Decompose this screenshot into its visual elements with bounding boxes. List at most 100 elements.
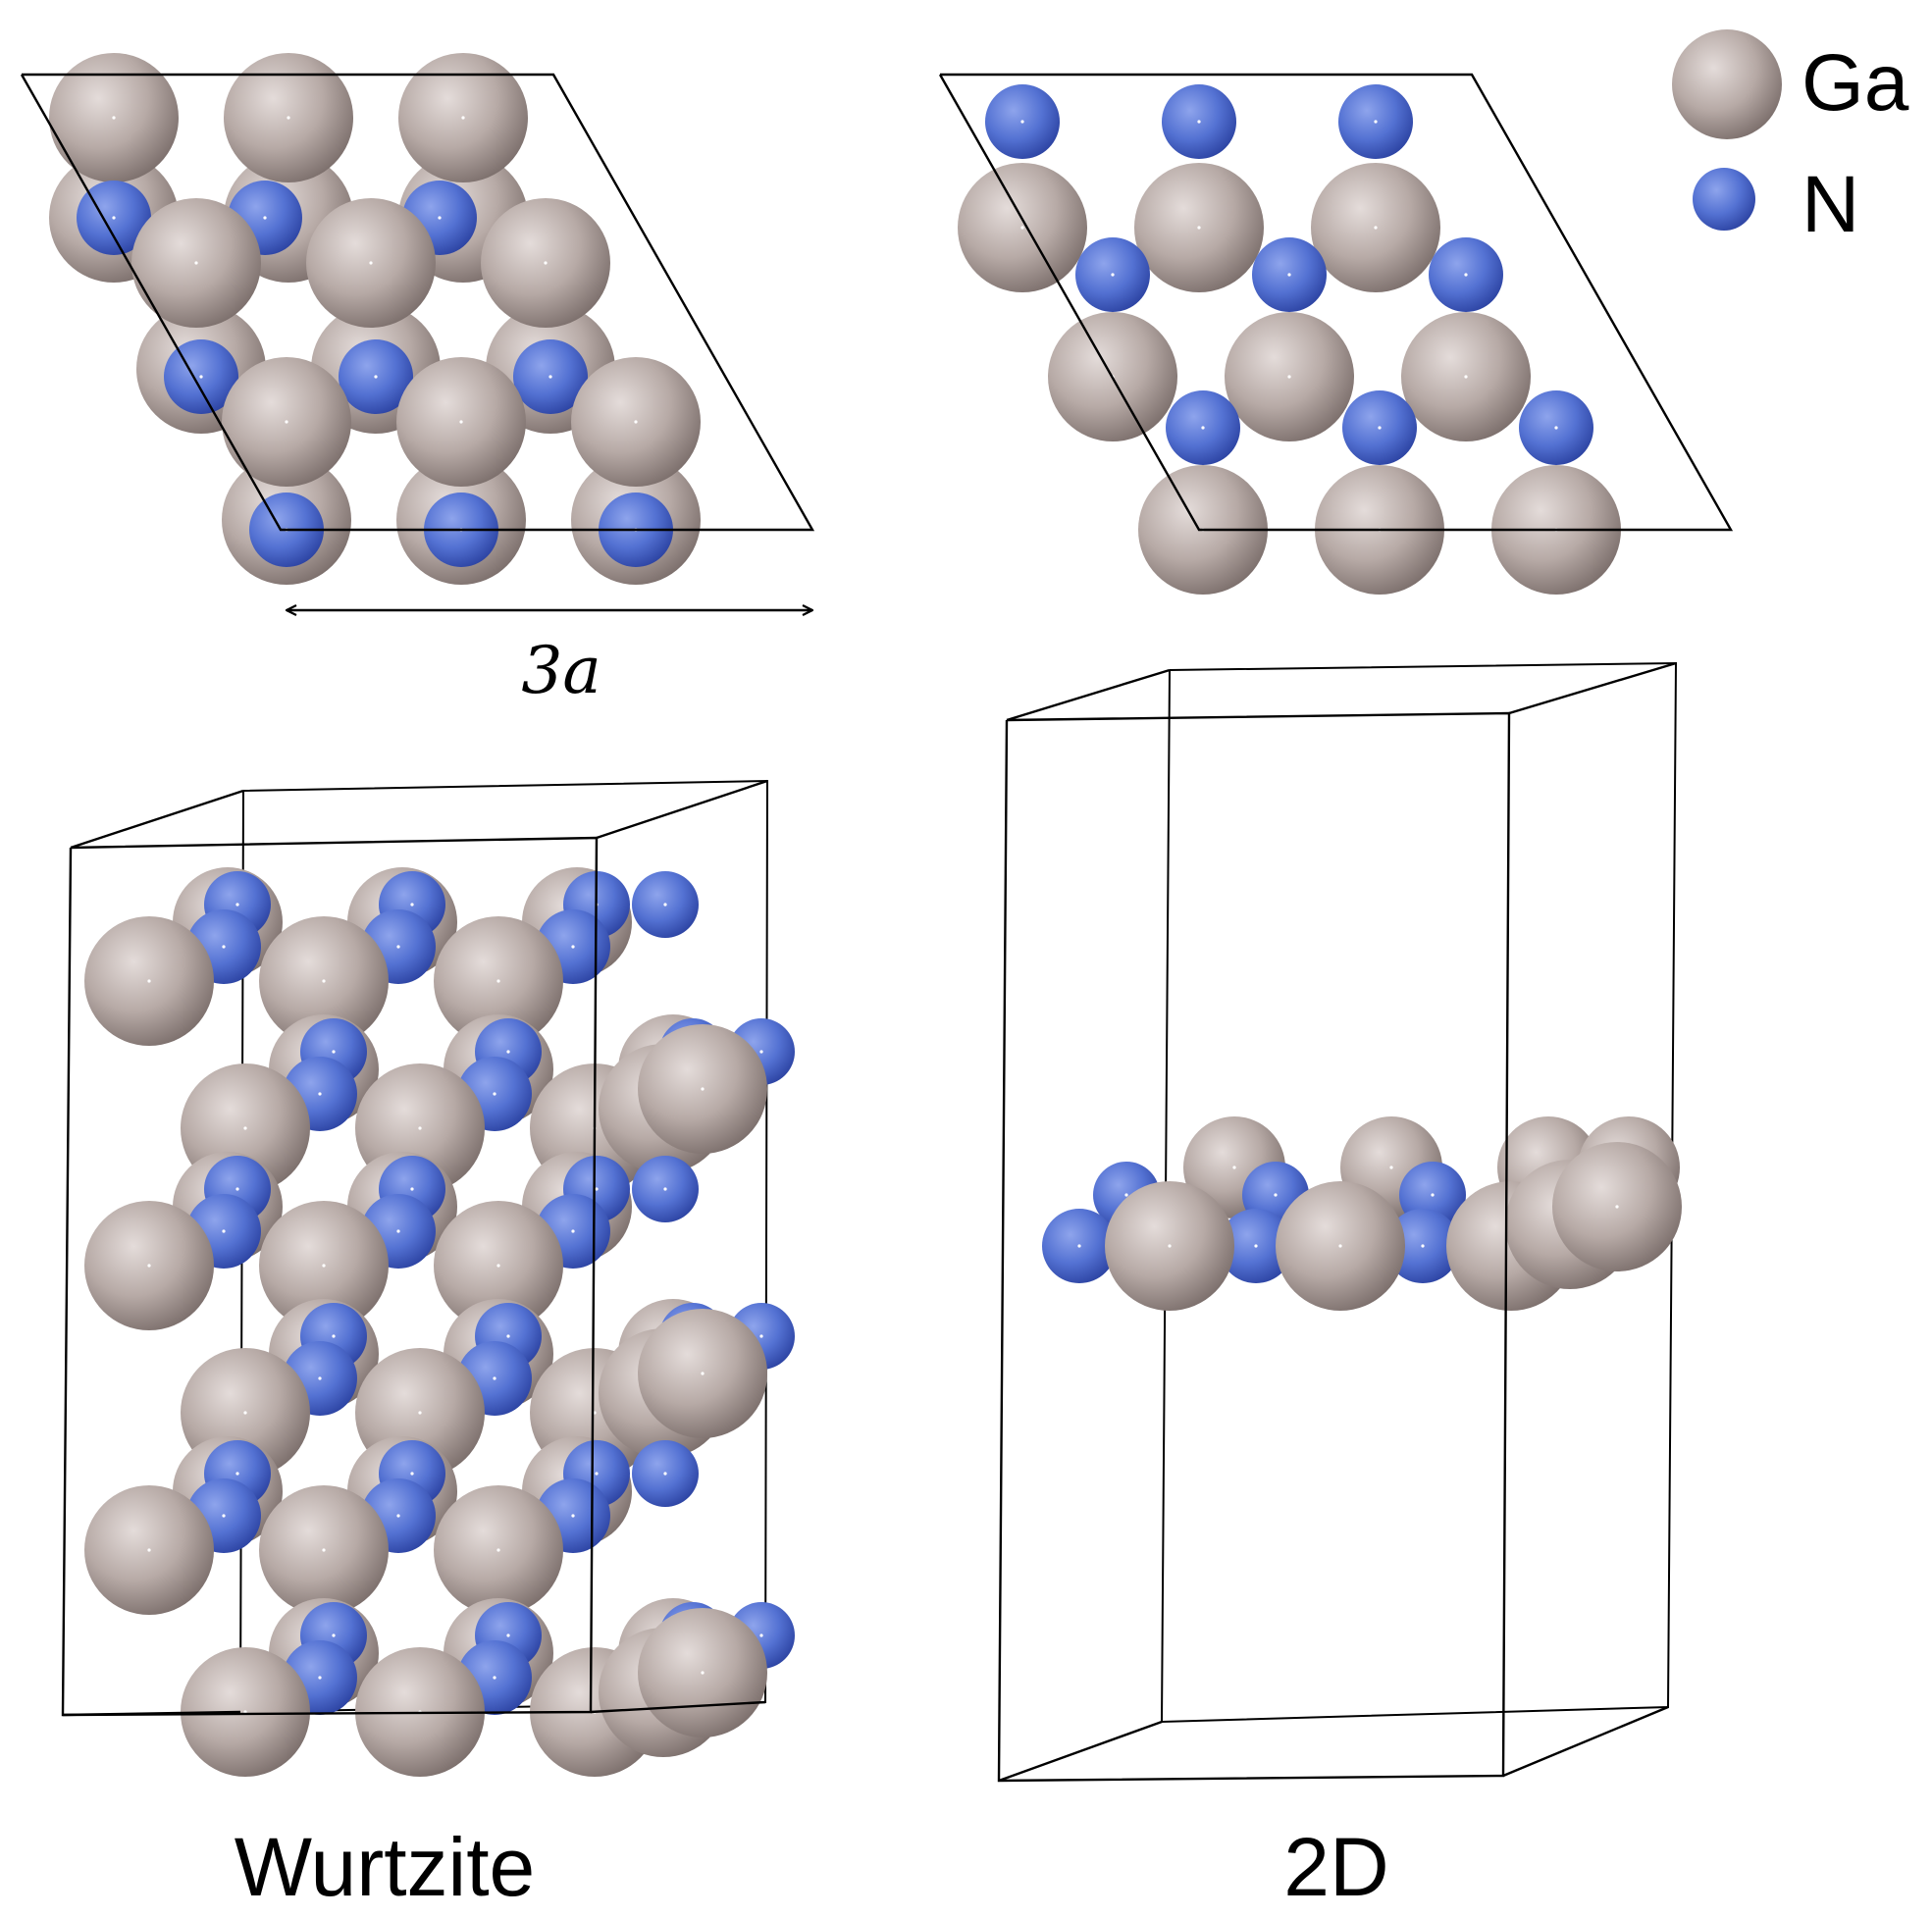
unit-cell-edge: [596, 779, 768, 840]
atom-center-dot: [235, 1187, 239, 1191]
atom-center-dot: [322, 979, 326, 983]
atom-center-dot: [701, 1087, 705, 1091]
legend: Ga N: [1672, 29, 1909, 249]
atom-center-dot: [1111, 273, 1115, 277]
atom-center-dot: [1374, 120, 1378, 124]
unit-cell-edge: [70, 789, 244, 850]
atom-center-dot: [318, 1676, 322, 1680]
atom-center-dot: [243, 1411, 247, 1415]
legend-n-swatch: [1693, 168, 1755, 231]
atom-center-dot: [493, 1676, 496, 1680]
unit-cell-outline: [938, 73, 1734, 532]
atom-center-dot: [222, 945, 226, 949]
atom-center-dot: [287, 116, 290, 120]
atom-center-dot: [147, 1548, 151, 1552]
atom-center-dot: [235, 903, 239, 907]
atom-center-dot: [396, 945, 400, 949]
atom-center-dot: [318, 1092, 322, 1096]
atom-center-dot: [243, 1126, 247, 1130]
atom-center-dot: [506, 1050, 510, 1054]
atom-center-dot: [235, 1472, 239, 1476]
atom-center-dot: [493, 1376, 496, 1380]
atom-center-dot: [595, 1472, 599, 1476]
atom-center-dot: [396, 1229, 400, 1233]
atom-center-dot: [396, 1514, 400, 1518]
atom-center-dot: [1615, 1205, 1619, 1209]
legend-ga-label: Ga: [1801, 38, 1909, 128]
atom-center-dot: [222, 1229, 226, 1233]
atom-center-dot: [1389, 1166, 1393, 1169]
unit-cell-edge: [1006, 668, 1171, 722]
wurtzite-top-view: [20, 53, 815, 585]
atom-center-dot: [410, 1472, 414, 1476]
atom-center-dot: [1020, 120, 1024, 124]
atom-center-dot: [147, 979, 151, 983]
atom-center-dot: [332, 1633, 336, 1637]
atom-center-dot: [1077, 1244, 1081, 1248]
atom-center-dot: [1287, 273, 1291, 277]
atom-center-dot: [459, 420, 463, 424]
atom-center-dot: [506, 1334, 510, 1338]
atom-center-dot: [1197, 120, 1201, 124]
atom-center-dot: [318, 1376, 322, 1380]
atom-center-dot: [1338, 1244, 1342, 1248]
atom-center-dot: [496, 979, 500, 983]
two-d-top-view: [938, 73, 1734, 595]
dimension-label: 3a: [521, 633, 600, 708]
legend-n-label: N: [1801, 160, 1859, 249]
atom-center-dot: [496, 1264, 500, 1268]
atom-center-dot: [1374, 226, 1378, 230]
atom-center-dot: [147, 1264, 151, 1268]
atom-center-dot: [1020, 226, 1024, 230]
atom-center-dot: [1124, 1193, 1128, 1197]
atom-center-dot: [418, 1411, 422, 1415]
legend-ga-swatch: [1672, 29, 1782, 139]
two-d-side-view: [997, 661, 1682, 1783]
atom-center-dot: [634, 420, 638, 424]
atom-center-dot: [493, 1092, 496, 1096]
atom-center-dot: [418, 1126, 422, 1130]
atom-center-dot: [1197, 226, 1201, 230]
atom-center-dot: [438, 216, 442, 220]
unit-cell-edge: [1508, 661, 1677, 715]
atom-center-dot: [1464, 273, 1468, 277]
atom-center-dot: [194, 261, 198, 265]
atom-center-dot: [759, 1633, 763, 1637]
wurtzite-side-view: [61, 779, 795, 1777]
atom-center-dot: [1378, 426, 1382, 430]
atom-center-dot: [1201, 426, 1205, 430]
atom-center-dot: [322, 1264, 326, 1268]
atom-center-dot: [263, 216, 267, 220]
unit-cell-edge: [1502, 1705, 1669, 1778]
atom-center-dot: [461, 116, 465, 120]
atom-center-dot: [1254, 1244, 1258, 1248]
atom-center-dot: [701, 1671, 705, 1675]
atom-center-dot: [571, 1229, 575, 1233]
atom-center-dot: [571, 945, 575, 949]
atom-center-dot: [1554, 426, 1558, 430]
atom-center-dot: [285, 420, 288, 424]
unit-cell-edge: [62, 1710, 241, 1717]
atom-center-dot: [663, 1472, 667, 1476]
atom-center-dot: [506, 1633, 510, 1637]
atom-center-dot: [663, 1187, 667, 1191]
atom-center-dot: [548, 375, 552, 379]
atom-center-dot: [496, 1548, 500, 1552]
unit-cell-edge: [998, 1720, 1163, 1783]
atom-center-dot: [1287, 375, 1291, 379]
atom-center-dot: [1168, 1244, 1172, 1248]
atom-center-dot: [663, 903, 667, 907]
atom-center-dot: [1464, 375, 1468, 379]
atom-center-dot: [332, 1050, 336, 1054]
atom-center-dot: [571, 1514, 575, 1518]
atom-center-dot: [374, 375, 378, 379]
atom-center-dot: [410, 903, 414, 907]
atom-center-dot: [1431, 1193, 1435, 1197]
atom-center-dot: [595, 1187, 599, 1191]
atom-center-dot: [222, 1514, 226, 1518]
atom-center-dot: [701, 1372, 705, 1375]
two-d-label: 2D: [1283, 1821, 1388, 1913]
atom-center-dot: [322, 1548, 326, 1552]
atom-center-dot: [1274, 1193, 1278, 1197]
